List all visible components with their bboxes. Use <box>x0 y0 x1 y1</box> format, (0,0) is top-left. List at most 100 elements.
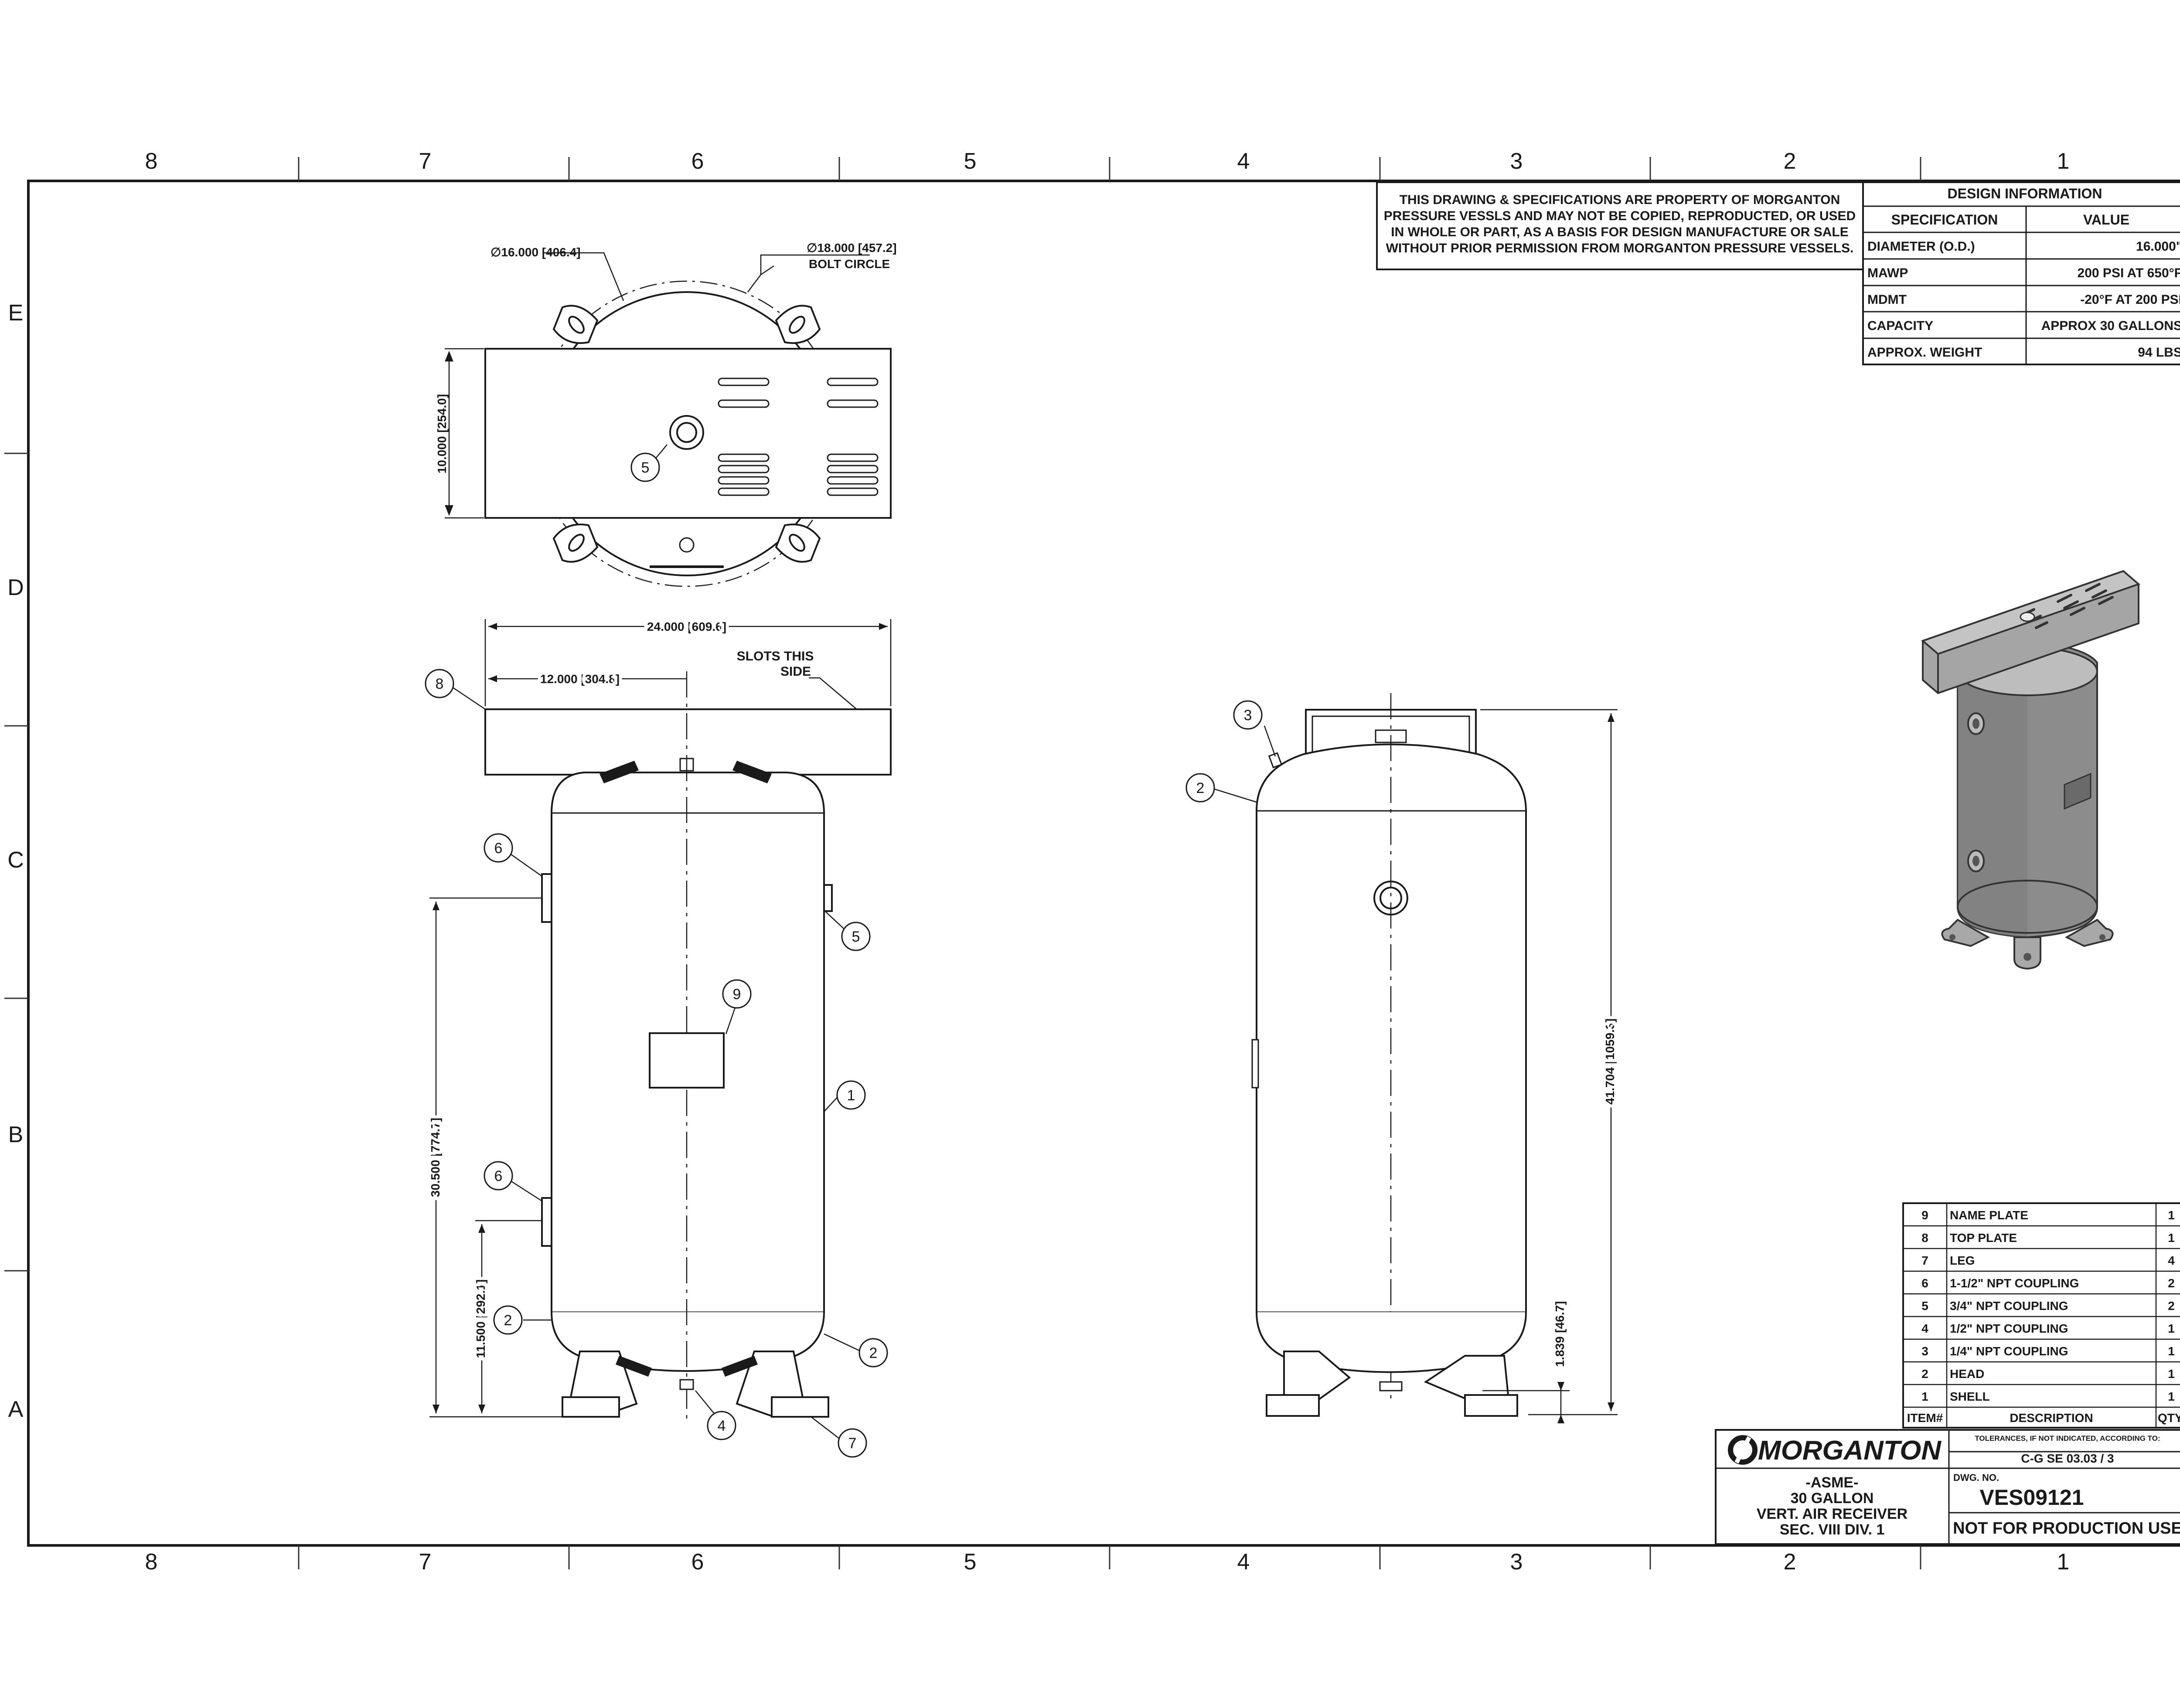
top-view: 10.000 [254.0] ∅16.000 [406.4] ∅18.000 [… <box>435 241 897 587</box>
balloon-front-5: 5 <box>852 929 860 945</box>
dim-plate-width: 10.000 [254.0] <box>435 394 449 473</box>
bom-header-desc: DESCRIPTION <box>2010 1411 2093 1425</box>
zone-col-bottom-4: 4 <box>1237 1549 1250 1575</box>
balloon-front-9: 9 <box>733 986 741 1003</box>
design-info-table: DESIGN INFORMATION SPECIFICATION VALUE D… <box>1862 181 2180 365</box>
logo-wordmark: MORGANTON <box>1758 1436 1942 1466</box>
bom-header-item: ITEM# <box>1907 1411 1943 1425</box>
notice-line-4: WITHOUT PRIOR PERMISSION FROM MORGANTON … <box>1386 241 1854 255</box>
zone-row-left-A: A <box>8 1397 24 1422</box>
balloon-front-8: 8 <box>436 676 444 692</box>
zone-col-bottom-8: 8 <box>145 1549 158 1575</box>
zone-col-bottom-5: 5 <box>964 1549 977 1575</box>
dim-bottom-clearance: 1.839 [46.7] <box>1553 1301 1567 1367</box>
design-info-spec: CAPACITY <box>1867 319 1933 333</box>
zone-col-top-1: 1 <box>2057 149 2070 174</box>
bolt-circle-label: BOLT CIRCLE <box>809 257 890 271</box>
balloon-front-2b: 2 <box>869 1345 878 1361</box>
zone-col-bottom-2: 2 <box>1784 1549 1796 1575</box>
title-line-2: 30 GALLON <box>1791 1490 1874 1507</box>
bom-header-qty: QTY. <box>2158 1411 2180 1425</box>
balloon-side-3: 3 <box>1244 707 1252 724</box>
bom-desc: 3/4" NPT COUPLING <box>1950 1299 2068 1313</box>
bom-item: 1 <box>1921 1390 1928 1403</box>
balloon-side-2: 2 <box>1196 780 1205 796</box>
zone-col-bottom-7: 7 <box>419 1549 432 1575</box>
zone-col-bottom-1: 1 <box>2057 1549 2070 1575</box>
design-info-spec: MAWP <box>1867 266 1908 280</box>
bom-item: 8 <box>1921 1231 1928 1245</box>
tolerance-note: TOLERANCES, IF NOT INDICATED, ACCORDING … <box>1975 1434 2160 1443</box>
bill-of-materials: 9 NAME PLATE 1 8 TOP PLATE 1 7 LEG 4 6 1… <box>1902 1202 2180 1429</box>
zone-col-top-2: 2 <box>1784 149 1796 174</box>
bom-desc: HEAD <box>1950 1367 1984 1381</box>
zone-col-top-3: 3 <box>1510 149 1523 174</box>
bom-desc: SHELL <box>1950 1390 1990 1403</box>
bom-item: 9 <box>1921 1208 1928 1222</box>
balloon-front-7: 7 <box>848 1435 857 1452</box>
bom-item: 3 <box>1921 1344 1928 1358</box>
balloon-front-6b: 6 <box>494 1168 503 1184</box>
zone-row-left-D: D <box>7 575 24 600</box>
zone-col-top-7: 7 <box>419 149 432 174</box>
title-line-3: VERT. AIR RECEIVER <box>1757 1506 1908 1522</box>
dim-height-upper: 30.500 [774.7] <box>429 1118 442 1197</box>
zone-row-left-C: C <box>7 847 24 873</box>
zone-col-top-6: 6 <box>691 149 704 174</box>
proprietary-notice: THIS DRAWING & SPECIFICATIONS ARE PROPER… <box>1376 181 1864 270</box>
dim-bolt-dia: ∅18.000 [457.2] <box>807 241 897 255</box>
bom-qty: 1 <box>2168 1322 2175 1335</box>
title-block: MORGANTON TOLERANCES, IF NOT INDICATED, … <box>1715 1429 2180 1545</box>
name-plate <box>649 1032 725 1089</box>
bom-item: 5 <box>1921 1299 1928 1313</box>
design-info-spec: DIAMETER (O.D.) <box>1867 239 1975 254</box>
bom-qty: 2 <box>2168 1299 2175 1313</box>
balloon-front-2a: 2 <box>504 1312 512 1329</box>
balloon-front-1: 1 <box>847 1087 855 1104</box>
tolerance-ref: C-G SE 03.03 / 3 <box>2021 1452 2114 1465</box>
bom-qty: 1 <box>2168 1344 2175 1358</box>
notice-line-1: THIS DRAWING & SPECIFICATIONS ARE PROPER… <box>1400 193 1840 207</box>
title-line-4: SEC. VIII DIV. 1 <box>1780 1521 1885 1538</box>
dim-height-lower: 11.500 [292.1] <box>474 1279 487 1358</box>
bom-desc: 1-1/2" NPT COUPLING <box>1950 1276 2079 1290</box>
zone-col-bottom-6: 6 <box>691 1549 704 1575</box>
zone-row-left-E: E <box>8 300 24 326</box>
design-info-value: APPROX 30 GALLONS <box>2041 319 2180 333</box>
bom-qty: 1 <box>2168 1231 2175 1245</box>
dwg-no: VES09121 <box>1979 1485 2084 1510</box>
isometric-render <box>1921 570 2140 970</box>
slots-note-line-2: SIDE <box>780 664 811 679</box>
design-info-col-value: VALUE <box>2083 212 2129 228</box>
design-info-spec: MDMT <box>1867 293 1907 307</box>
bom-item: 6 <box>1921 1276 1928 1290</box>
morganton-logo: MORGANTON <box>1728 1435 1942 1466</box>
design-info-title: DESIGN INFORMATION <box>1948 186 2102 201</box>
front-view: 24.000 [609.6] 12.000 [304.8] SLOTS THIS… <box>425 617 892 1458</box>
bom-qty: 4 <box>2168 1254 2175 1267</box>
dim-overall-width: 24.000 [609.6] <box>647 620 726 633</box>
balloon-top-5: 5 <box>641 459 650 476</box>
drawing-border: 8 7 6 5 4 3 2 1 8 7 6 5 4 3 2 1 E D C B … <box>4 149 2180 1575</box>
bom-desc: NAME PLATE <box>1950 1208 2028 1222</box>
bom-desc: LEG <box>1950 1254 1975 1267</box>
title-line-1: -ASME- <box>1806 1474 1859 1491</box>
bom-item: 2 <box>1921 1367 1928 1381</box>
design-info-value: 16.000" <box>2136 239 2180 254</box>
zone-col-top-8: 8 <box>145 149 158 174</box>
notice-line-2: PRESSURE VESSLS AND MAY NOT BE COPIED, R… <box>1384 209 1856 223</box>
notice-line-3: IN WHOLE OR PART, AS A BASIS FOR DESIGN … <box>1391 225 1848 239</box>
design-info-value: 94 LBS <box>2138 345 2180 360</box>
dim-overall-height: 41.704 [1059.3] <box>1603 1018 1617 1105</box>
design-info-spec: APPROX. WEIGHT <box>1867 345 1982 360</box>
bom-qty: 1 <box>2168 1208 2175 1222</box>
balloon-front-4: 4 <box>718 1418 726 1434</box>
bom-qty: 1 <box>2168 1390 2175 1403</box>
bom-desc: 1/2" NPT COUPLING <box>1950 1322 2068 1335</box>
production-status: NOT FOR PRODUCTION USE <box>1953 1519 2180 1538</box>
bom-desc: TOP PLATE <box>1950 1231 2017 1245</box>
zone-col-top-5: 5 <box>964 149 977 174</box>
design-info-col-spec: SPECIFICATION <box>1891 212 1998 228</box>
balloon-front-6a: 6 <box>494 840 503 857</box>
